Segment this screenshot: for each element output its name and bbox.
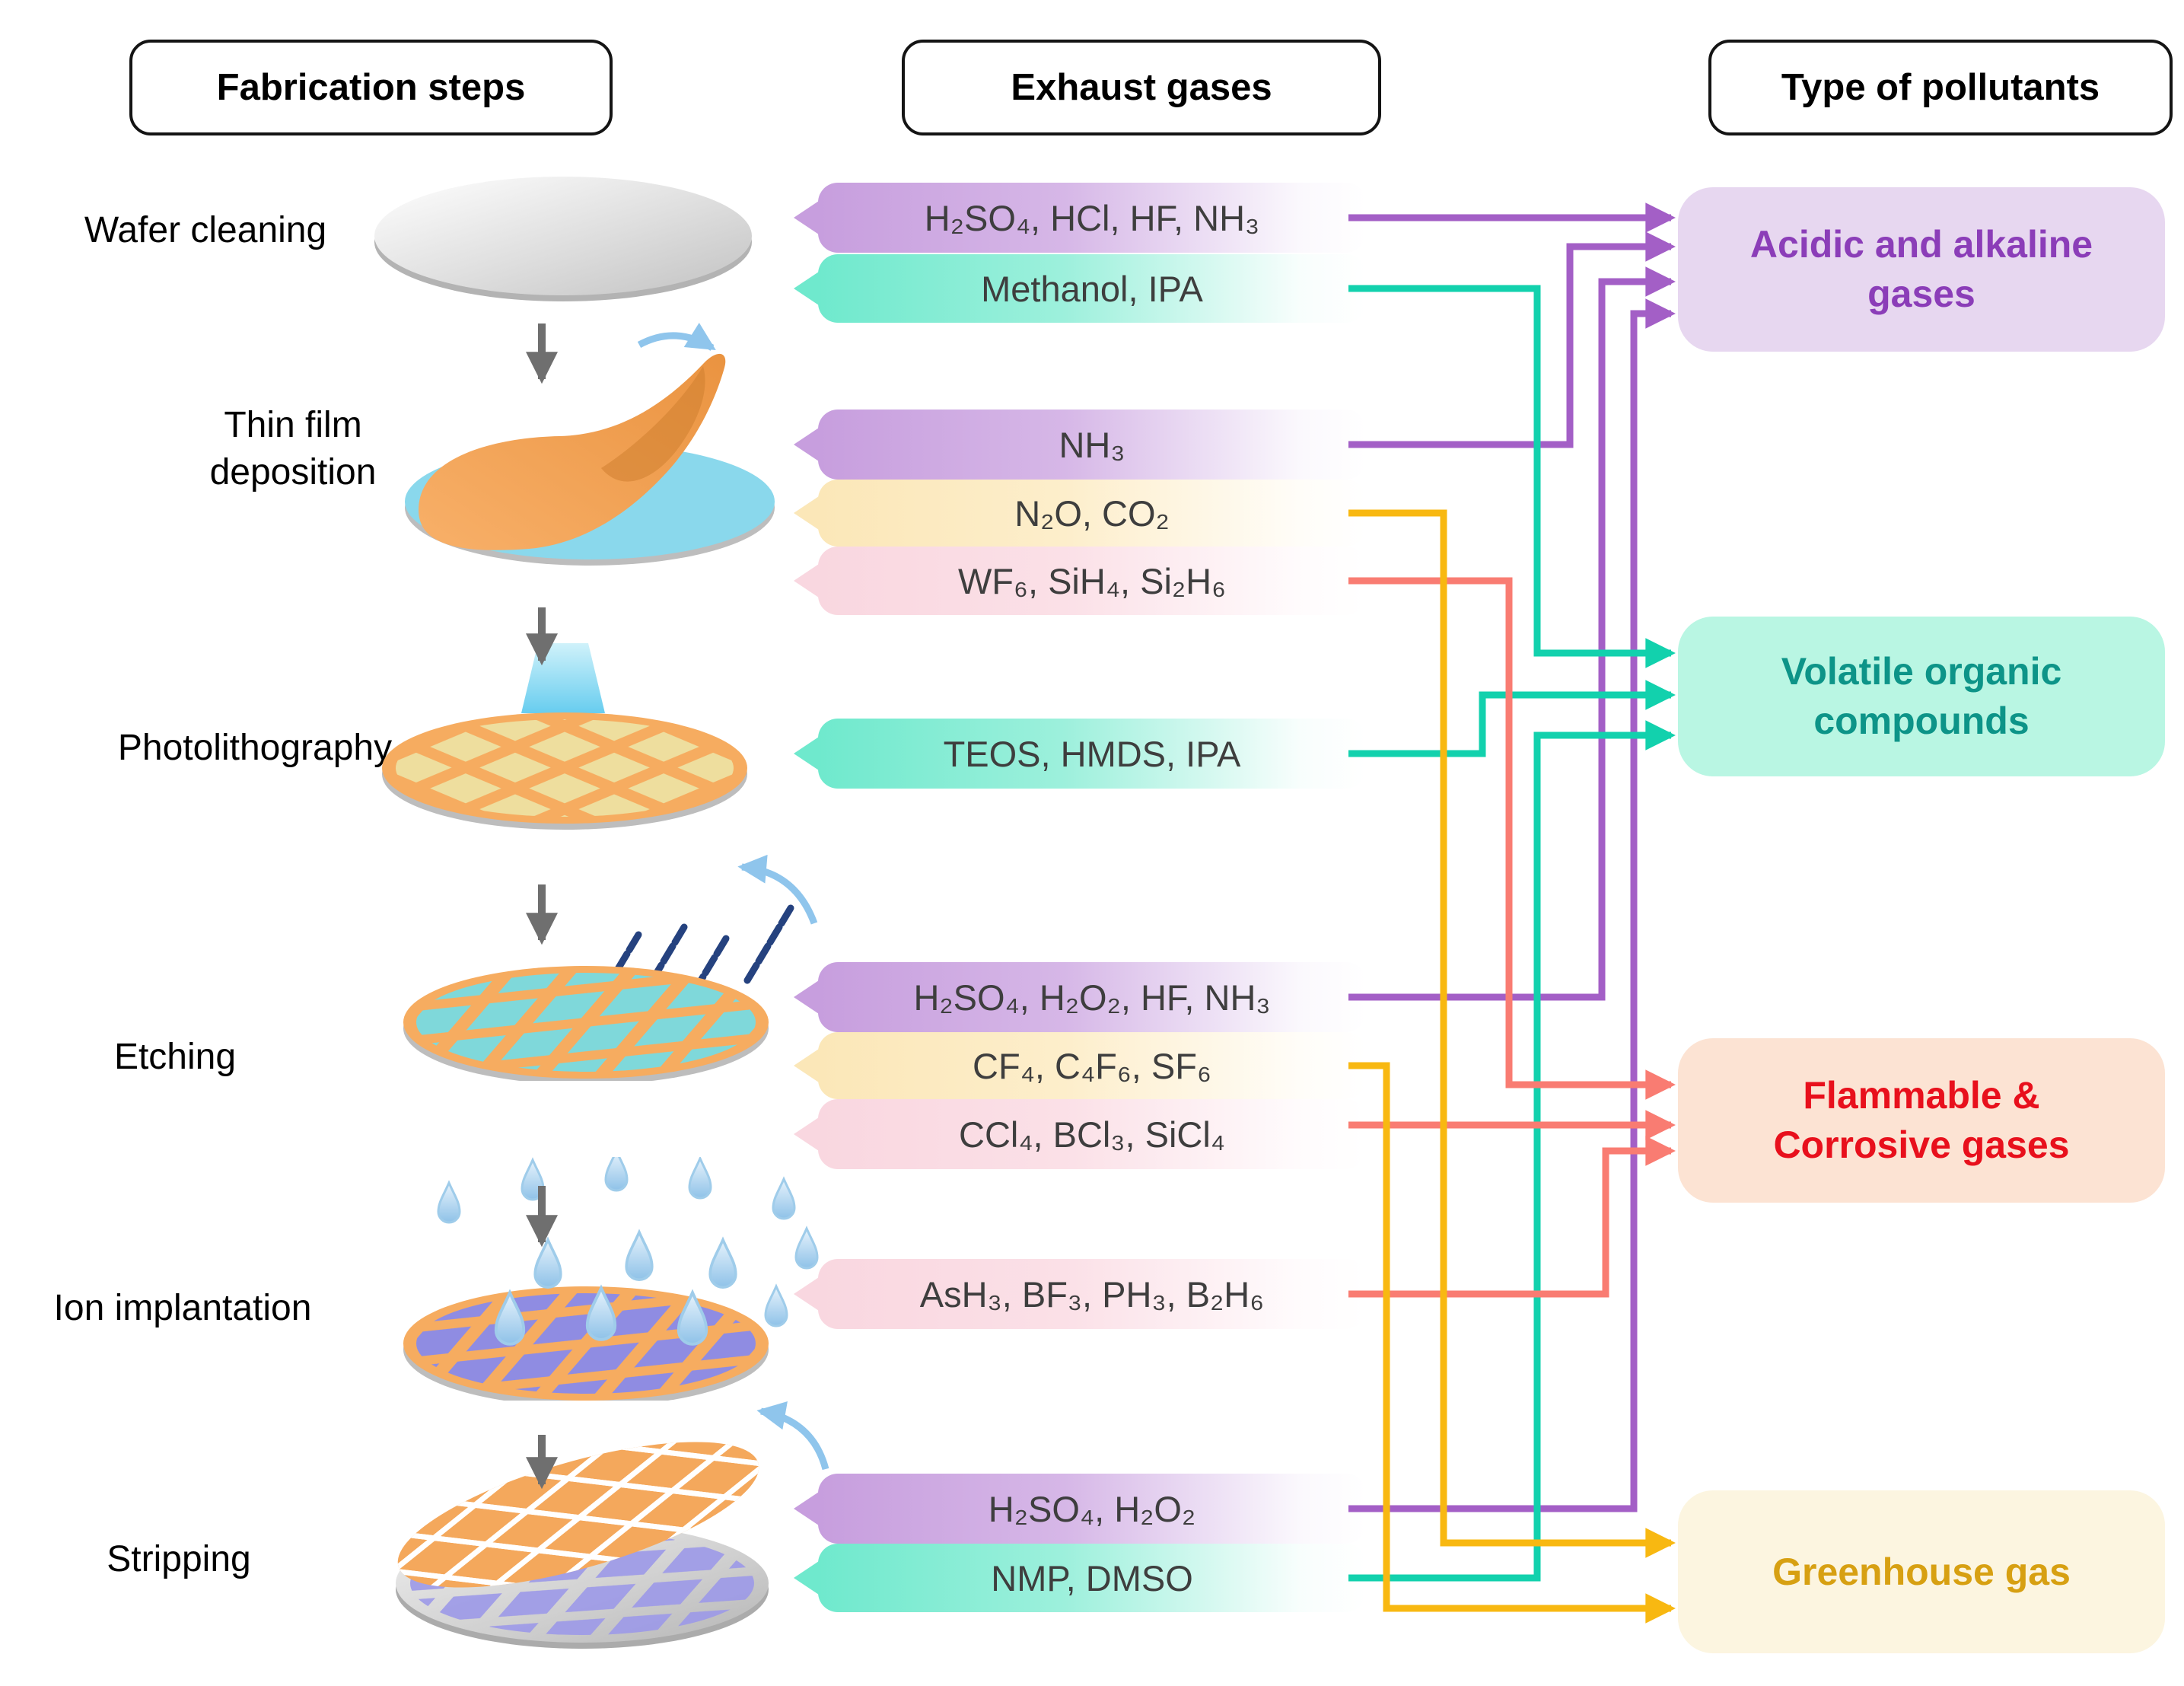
header-fabrication-steps: Fabrication steps — [129, 40, 613, 135]
etched-pattern-grid — [416, 973, 756, 1072]
thin-film-deposition-illustration — [405, 322, 775, 566]
resist-pattern-grid — [396, 719, 734, 817]
line-stripping-acids-to-acidic — [1348, 298, 1676, 1512]
step-label-etching: Etching — [113, 1037, 237, 1077]
removal-arrow-icon — [737, 854, 818, 925]
gas-bubble-etching-chlorides: CCl₄, BCl₃, SiCl₄ — [818, 1099, 1366, 1169]
peeling-film — [419, 353, 726, 550]
ion-implantation-illustration — [403, 1157, 819, 1401]
gas-bubble-etching-acids: H₂SO₄, H₂O₂, HF, NH₃ — [818, 962, 1366, 1032]
light-beam-icon — [521, 643, 605, 713]
header-exhaust-gases: Exhaust gases — [902, 40, 1381, 135]
bare-wafer-disc — [374, 177, 752, 295]
gas-bubble-wafer-solvents: Methanol, IPA — [818, 254, 1366, 323]
line-methanol-to-voc — [1348, 285, 1676, 668]
line-nh3-to-acidic — [1348, 231, 1676, 448]
gas-bubble-thinfilm-n2o-co2: N₂O, CO₂ — [818, 480, 1366, 547]
line-nmp-to-voc — [1348, 720, 1676, 1582]
gas-bubble-thinfilm-nh3: NH₃ — [818, 410, 1366, 480]
pollutant-box-greenhouse: Greenhouse gas — [1678, 1490, 2165, 1653]
pollutant-box-voc: Volatile organic compounds — [1678, 617, 2165, 776]
gas-bubble-ion-hydrides: AsH₃, BF₃, PH₃, B₂H₆ — [818, 1259, 1366, 1329]
line-ash3-to-flammable — [1348, 1136, 1676, 1298]
photolithography-illustration — [382, 643, 747, 830]
step-label-photolithography: Photolithography — [117, 728, 393, 768]
gas-bubble-etching-pfc: CF₄, C₄F₆, SF₆ — [818, 1032, 1366, 1099]
gas-bubble-thinfilm-silanes: WF₆, SiH₄, Si₂H₆ — [818, 547, 1366, 615]
gas-bubble-photo-solvents: TEOS, HMDS, IPA — [818, 719, 1366, 789]
etching-illustration — [403, 854, 818, 1081]
liftoff-arrow-icon — [756, 1401, 829, 1471]
doped-pattern-grid — [416, 1293, 756, 1394]
line-n2o-to-greenhouse — [1348, 509, 1676, 1558]
step-label-stripping: Stripping — [107, 1539, 251, 1579]
pollutant-box-flammable-corrosive: Flammable & Corrosive gases — [1678, 1038, 2165, 1203]
line-wf6-to-flammable — [1348, 577, 1676, 1100]
header-type-of-pollutants: Type of pollutants — [1708, 40, 2173, 135]
step-label-ion-implantation: Ion implantation — [53, 1288, 312, 1328]
gas-bubble-stripping-acids: H₂SO₄, H₂O₂ — [818, 1474, 1366, 1544]
line-etching-acids-to-acidic — [1348, 266, 1676, 1001]
spin-arrow-icon — [637, 322, 716, 351]
remaining-pattern-grid — [410, 1531, 754, 1635]
line-cf4-to-greenhouse — [1348, 1062, 1676, 1624]
gas-bubble-wafer-acids: H₂SO₄, HCl, HF, NH₃ — [818, 183, 1366, 253]
stripping-illustration — [384, 1401, 829, 1649]
wafer-cleaning-illustration — [374, 177, 752, 301]
step-label-wafer-cleaning: Wafer cleaning — [84, 210, 327, 250]
pollutant-box-acidic-alkaline: Acidic and alkaline gases — [1678, 187, 2165, 352]
film-curl-shadow — [601, 366, 705, 482]
line-teos-to-voc — [1348, 680, 1676, 757]
gas-bubble-stripping-solvents: NMP, DMSO — [818, 1544, 1366, 1612]
step-label-thin-film-deposition: Thin film deposition — [209, 405, 377, 493]
